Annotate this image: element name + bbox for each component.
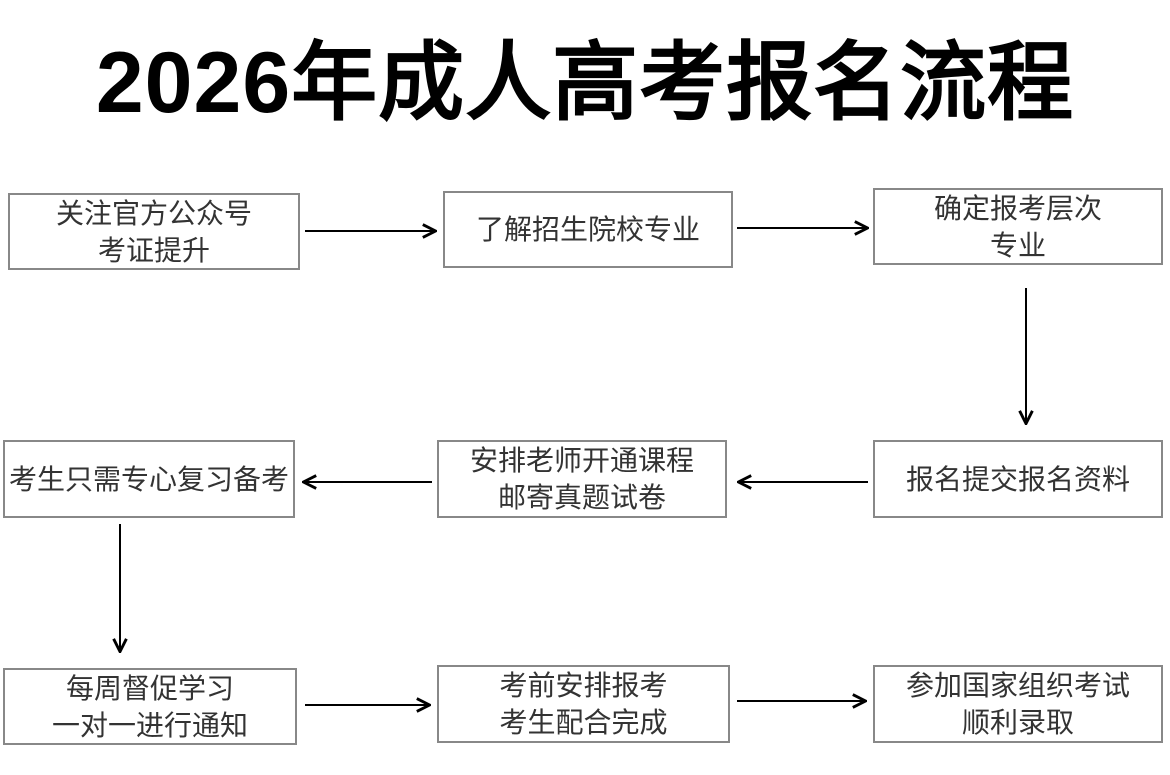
flow-step-8: 考前安排报考 考生配合完成 bbox=[437, 665, 730, 743]
flow-step-3: 确定报考层次 专业 bbox=[873, 188, 1163, 265]
flow-step-5-line-1: 安排老师开通课程 bbox=[469, 445, 694, 476]
flow-step-4-line-1: 报名提交报名资料 bbox=[905, 463, 1130, 495]
flow-step-9-line-2: 顺利录取 bbox=[961, 707, 1074, 738]
flow-step-2: 了解招生院校专业 bbox=[443, 191, 733, 268]
flow-step-1-line-2: 考证提升 bbox=[97, 234, 210, 266]
flow-step-4: 报名提交报名资料 bbox=[873, 440, 1163, 518]
flow-step-5: 安排老师开通课程 邮寄真题试卷 bbox=[437, 440, 727, 518]
flow-step-5-line-2: 邮寄真题试卷 bbox=[497, 482, 666, 513]
flow-step-7: 每周督促学习 一对一进行通知 bbox=[3, 668, 297, 745]
flow-step-2-line-1: 了解招生院校专业 bbox=[475, 214, 700, 245]
flow-step-8-line-1: 考前安排报考 bbox=[499, 670, 668, 701]
flow-step-6-line-1: 考生只需专心复习备考 bbox=[8, 463, 289, 495]
flow-step-1-line-1: 关注官方公众号 bbox=[55, 197, 252, 229]
page-title: 2026年成人高考报名流程 bbox=[95, 35, 1075, 131]
flow-step-1: 关注官方公众号 考证提升 bbox=[8, 193, 300, 270]
flow-step-9: 参加国家组织考试 顺利录取 bbox=[873, 665, 1163, 743]
flow-step-6: 考生只需专心复习备考 bbox=[3, 440, 295, 518]
flow-step-9-line-1: 参加国家组织考试 bbox=[905, 670, 1130, 701]
flow-step-8-line-2: 考生配合完成 bbox=[499, 707, 668, 738]
flow-step-3-line-1: 确定报考层次 bbox=[933, 192, 1102, 224]
flow-step-7-line-2: 一对一进行通知 bbox=[51, 709, 248, 741]
flow-step-7-line-1: 每周督促学习 bbox=[65, 672, 234, 704]
flow-step-3-line-2: 专业 bbox=[989, 229, 1046, 261]
